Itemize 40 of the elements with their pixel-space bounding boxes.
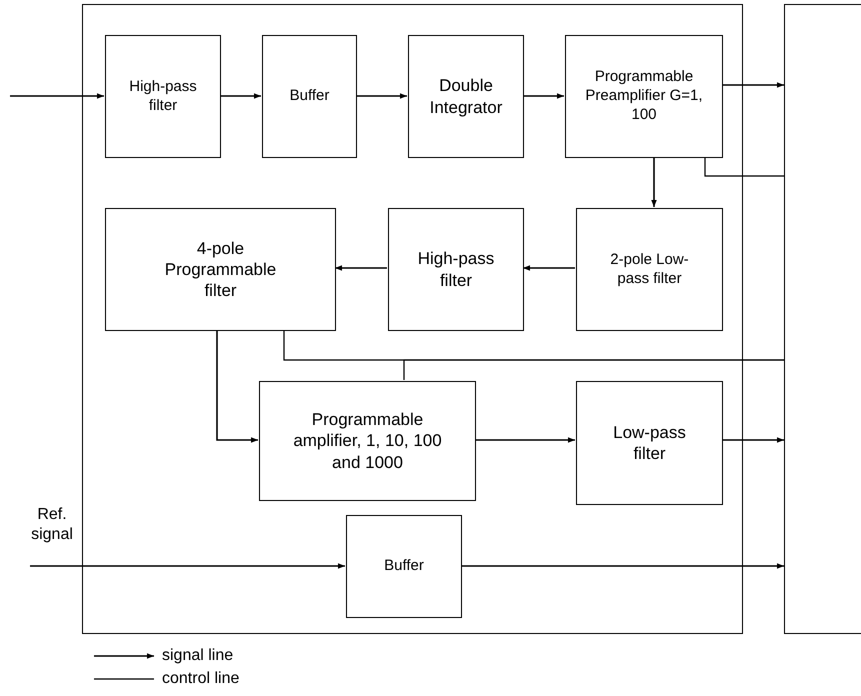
process-box [408,35,524,158]
box-label: High-pass filter [416,248,496,291]
process-box [576,208,723,331]
signal-arrow [651,157,657,207]
signal-arrow [335,265,387,271]
process-box [262,35,357,158]
control-line [403,359,784,380]
process-box [105,35,221,158]
process-box [105,208,336,331]
signal-arrow [523,265,575,271]
legend-label: signal line [162,648,234,664]
process-box [576,381,723,505]
box-label: Programmable Preamplifier G=1, 100 [584,68,704,125]
signal-arrow [461,563,784,569]
process-box [388,208,524,331]
process-box [346,515,462,618]
signal-arrow [722,437,784,443]
signal-arrow [356,93,407,99]
signal-arrow [220,93,261,99]
box-label: Low-pass filter [612,422,687,464]
process-box [565,35,723,158]
control-line [704,157,784,177]
box-label: Programmable amplifier, 1, 10, 100 and 1000 [292,409,443,473]
process-box [259,381,476,501]
box-label: Buffer [290,87,330,106]
input-label: Ref. signal [30,505,74,545]
signal-arrow [722,82,784,88]
box-label: 4-pole Programmable filter [164,238,278,302]
block-box [784,4,861,634]
box-label: 2-pole Low-pass filter [609,250,690,288]
signal-arrow [523,93,564,99]
legend-label: control line [162,670,240,686]
block-box [82,4,743,634]
signal-arrow [216,330,258,443]
box-label: Buffer [384,557,424,576]
signal-arrow [10,93,104,99]
signal-arrow [475,437,575,443]
signal-arrow [30,563,345,569]
box-label: Double Integrator [428,75,504,118]
box-label: High-pass filter [128,78,198,116]
